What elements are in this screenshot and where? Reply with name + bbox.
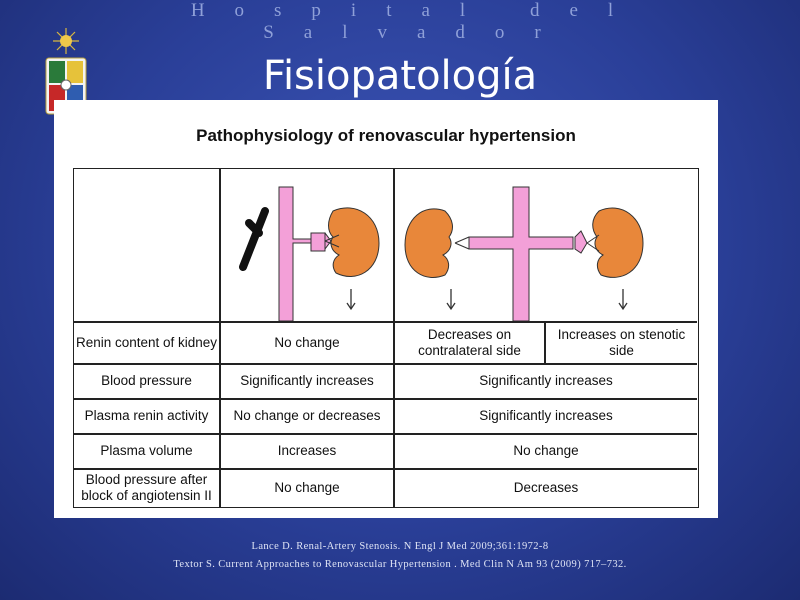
row-divider bbox=[74, 468, 697, 470]
cell-plasma-renin-bilateral: Significantly increases bbox=[479, 408, 613, 423]
citations: Lance D. Renal-Artery Stenosis. N Engl J… bbox=[0, 538, 800, 574]
cell-plasma-volume-bilateral: No change bbox=[513, 443, 579, 458]
cell-renin-content-contralateral: Decreases on contralateral side bbox=[418, 326, 521, 358]
row-divider bbox=[74, 363, 697, 365]
row-divider bbox=[74, 321, 697, 323]
cell-renin-content-stenotic: Increases on stenotic side bbox=[557, 326, 686, 358]
cell-bp-after-block-bilateral: Decreases bbox=[513, 480, 579, 495]
row-label-bp-after-block: Blood pressure after block of angiotensi… bbox=[81, 472, 212, 503]
column-divider bbox=[393, 169, 395, 507]
row-label-blood-pressure: Blood pressure bbox=[101, 373, 192, 388]
cell-renin-content-unilateral: No change bbox=[274, 334, 340, 350]
column-divider bbox=[544, 321, 546, 363]
citation-2: Textor S. Current Approaches to Renovasc… bbox=[173, 559, 627, 570]
slide-title: Fisiopatología bbox=[262, 53, 538, 99]
row-divider bbox=[74, 398, 697, 400]
unilateral-stenosis-diagram bbox=[239, 186, 380, 321]
figure-title: Pathophysiology of renovascular hyperten… bbox=[196, 126, 576, 145]
row-label-plasma-volume: Plasma volume bbox=[100, 443, 193, 458]
column-divider bbox=[219, 169, 221, 507]
pathophysiology-figure: Pathophysiology of renovascular hyperten… bbox=[54, 100, 718, 518]
cell-plasma-renin-unilateral: No change or decreases bbox=[233, 408, 381, 423]
citation-1: Lance D. Renal-Artery Stenosis. N Engl J… bbox=[251, 541, 549, 552]
cell-blood-pressure-bilateral: Significantly increases bbox=[479, 373, 613, 388]
bilateral-stenosis-diagram bbox=[404, 186, 644, 321]
cell-plasma-volume-unilateral: Increases bbox=[277, 443, 337, 458]
cell-bp-after-block-unilateral: No change bbox=[274, 480, 340, 495]
cell-blood-pressure-unilateral: Significantly increases bbox=[240, 373, 374, 388]
row-label-renin-content: Renin content of kidney bbox=[75, 334, 218, 350]
pathophysiology-table: Renin content of kidney No change Decrea… bbox=[73, 168, 699, 508]
row-divider bbox=[74, 433, 697, 435]
row-label-plasma-renin: Plasma renin activity bbox=[84, 408, 209, 423]
hospital-name: Hospital del Salvador bbox=[190, 0, 644, 43]
